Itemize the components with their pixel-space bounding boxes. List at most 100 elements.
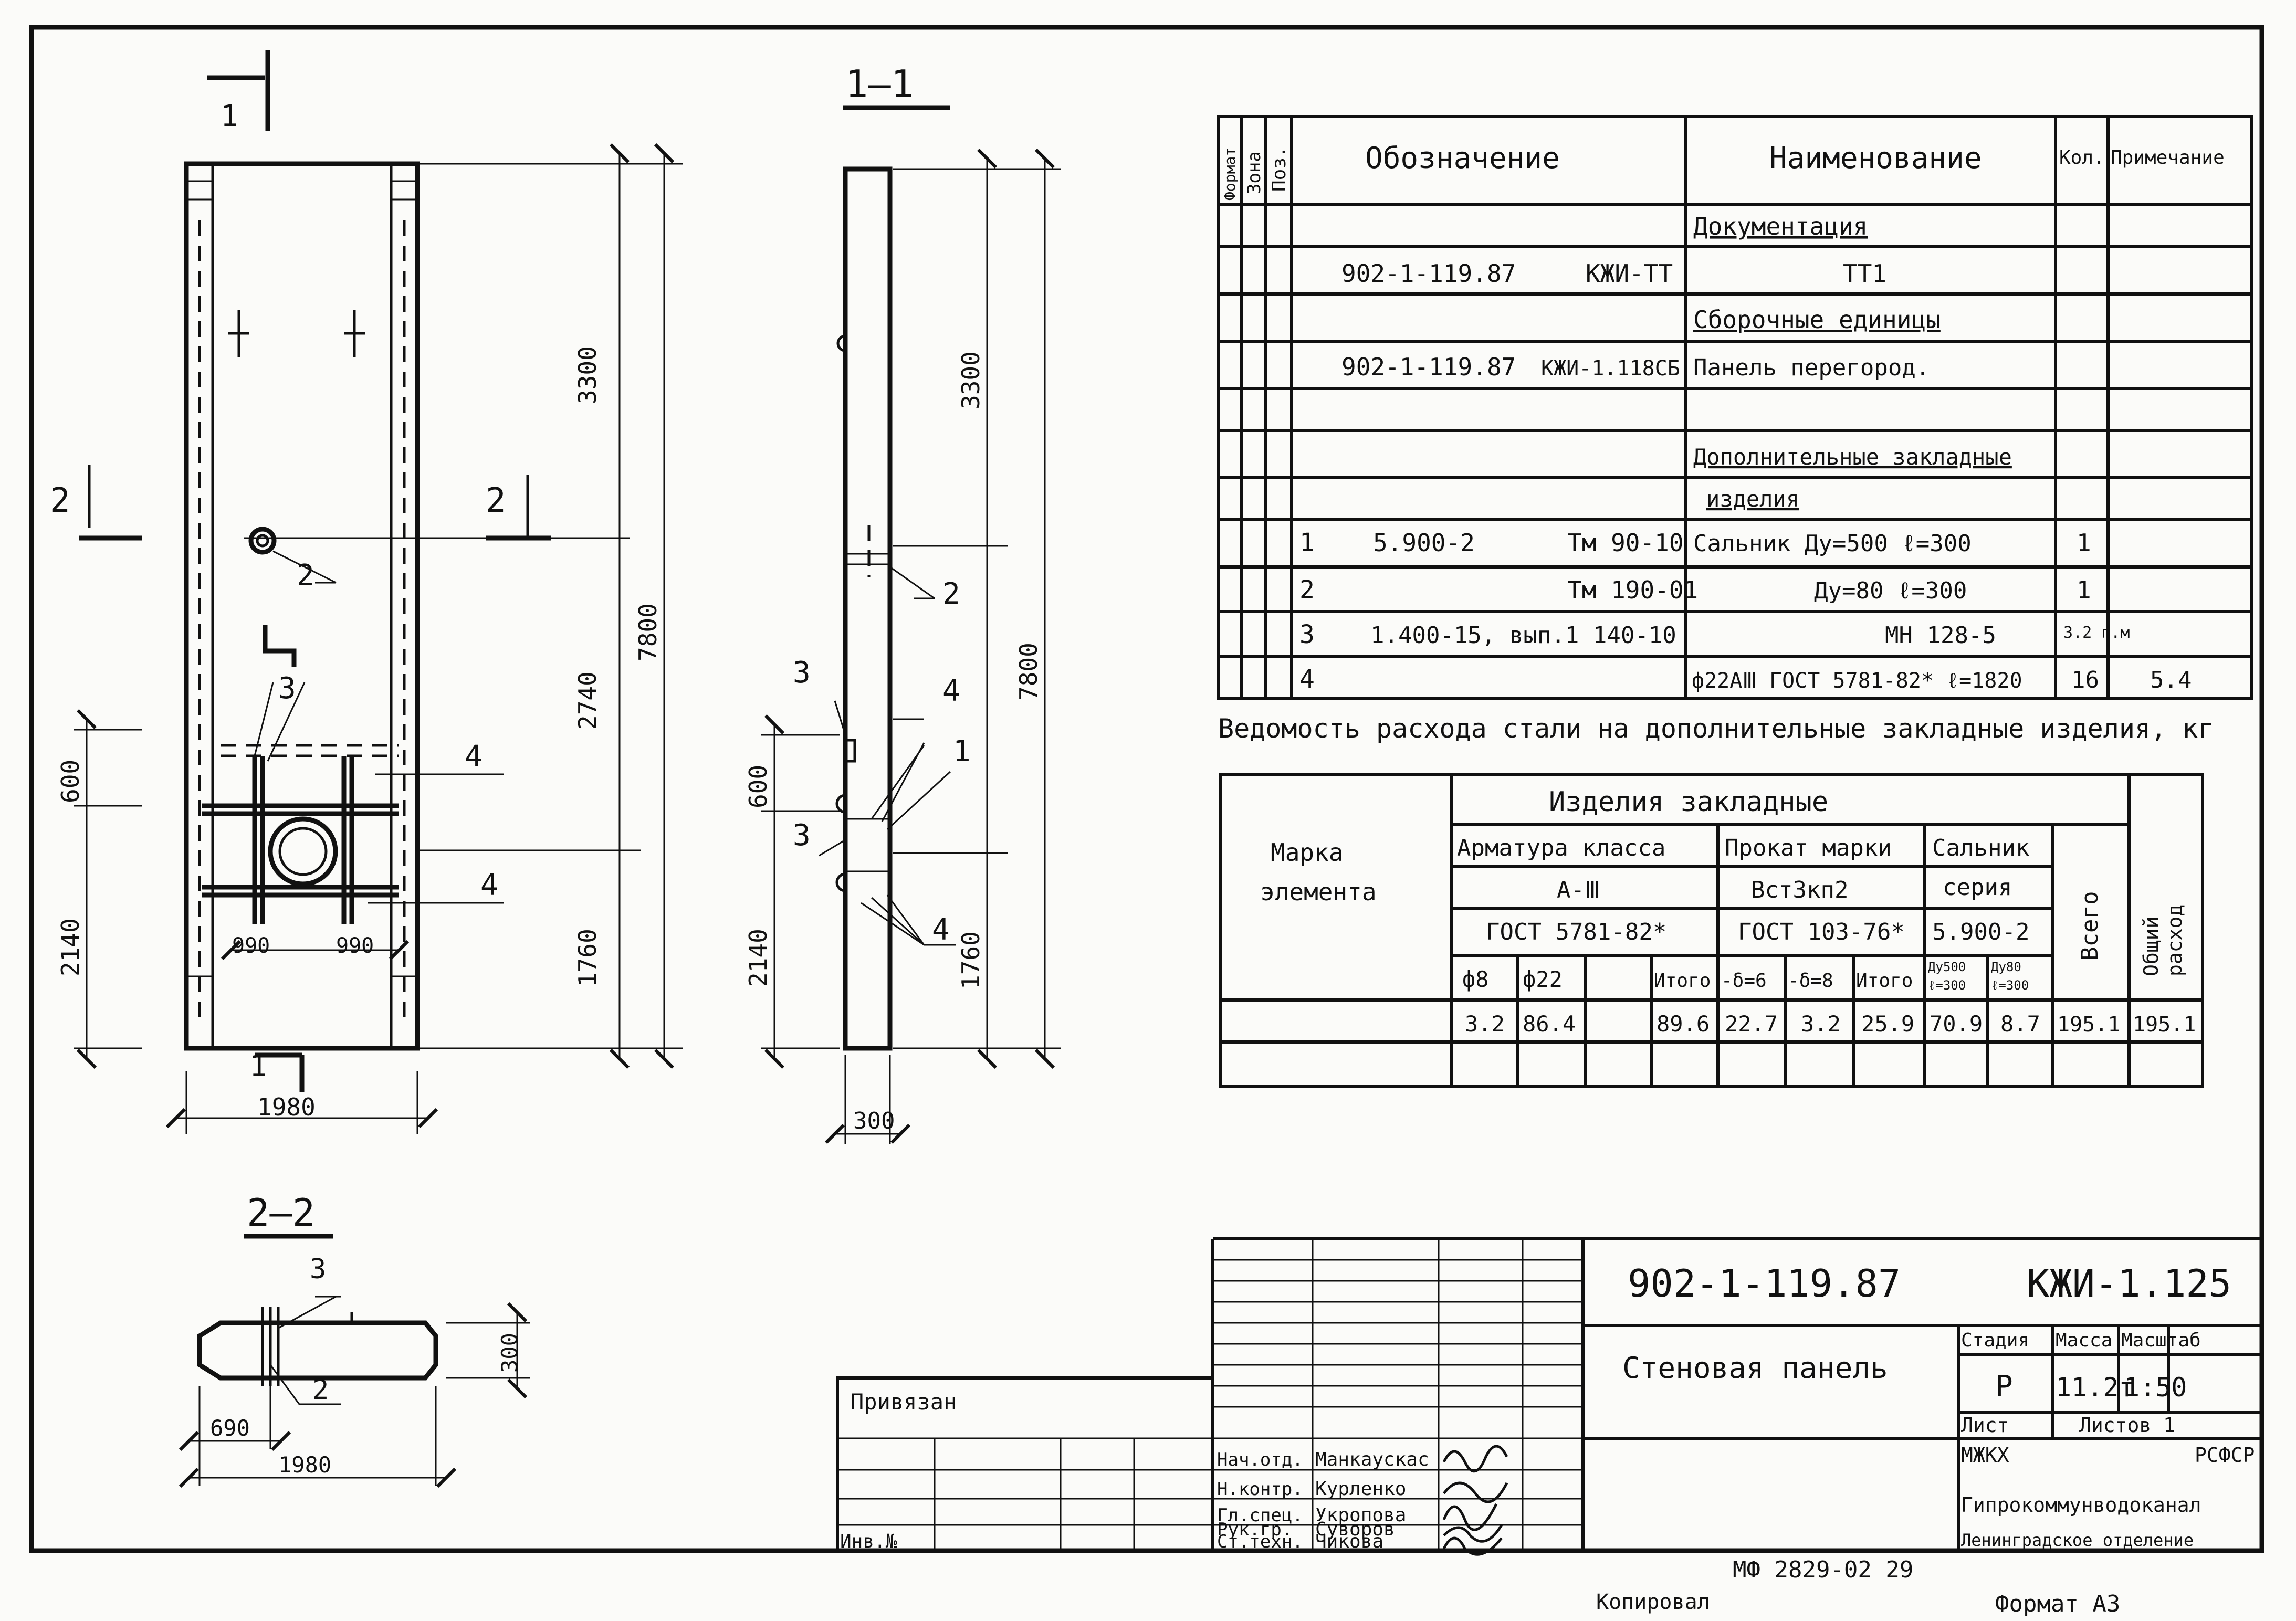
s22-dim-690: 690 bbox=[210, 1415, 250, 1441]
spec-header-qty: Кол. bbox=[2059, 147, 2105, 169]
spec-header-note: Примечание bbox=[2111, 147, 2225, 169]
dim-600: 600 bbox=[56, 760, 85, 803]
spec-pos-4: 4 bbox=[1299, 665, 1315, 694]
stage-value: Р bbox=[1995, 1370, 2013, 1404]
steel-val-6: 25.9 bbox=[1861, 1011, 1914, 1037]
section-1-1 bbox=[761, 105, 1061, 1144]
steel-val-0: 3.2 bbox=[1465, 1011, 1505, 1037]
spec-header-pos: Поз. bbox=[1268, 146, 1290, 192]
dim-2740: 2740 bbox=[573, 671, 602, 730]
spec-item2-name: Ду=80 ℓ=300 bbox=[1814, 577, 1967, 604]
steel-sub-4: -δ=6 bbox=[1721, 970, 1767, 992]
s22-dim-1980: 1980 bbox=[278, 1452, 331, 1478]
steel-sub-0: ф8 bbox=[1462, 966, 1489, 992]
s11-callout-1: 1 bbox=[953, 734, 971, 769]
s11-dim-3300: 3300 bbox=[957, 351, 985, 409]
role-2: Гл.спец. bbox=[1217, 1505, 1303, 1526]
s11-dim-600: 600 bbox=[744, 765, 772, 808]
steel-col-gland-num: 5.900-2 bbox=[1932, 919, 2029, 945]
steel-col-total: Всего bbox=[2077, 891, 2103, 961]
org-line-1b: РСФСР bbox=[2195, 1444, 2255, 1467]
steel-val-total: 195.1 bbox=[2057, 1013, 2120, 1037]
steel-sub-7a: Ду500 bbox=[1928, 960, 1966, 974]
callout-4-upper: 4 bbox=[465, 740, 483, 774]
s11-callout-4-lower: 4 bbox=[932, 913, 950, 947]
dim-2140: 2140 bbox=[56, 918, 85, 976]
spec-item4-qty: 16 bbox=[2071, 667, 2099, 693]
steel-header-mark-2: элемента bbox=[1260, 878, 1377, 906]
steel-sub-5: -δ=8 bbox=[1788, 970, 1833, 992]
spec-row-tt-designation: 902-1-119.87 bbox=[1341, 259, 1516, 288]
title-block-grid bbox=[836, 1237, 2262, 1552]
spec-item4-note: 5.4 bbox=[2150, 667, 2192, 693]
s11-dim-1760: 1760 bbox=[957, 931, 985, 990]
steel-col-rolled-gost: ГОСТ 103-76* bbox=[1738, 919, 1905, 945]
signature-3 bbox=[1443, 1524, 1503, 1543]
spec-item1-qty: 1 bbox=[2077, 529, 2091, 557]
spec-item2-qty: 1 bbox=[2077, 576, 2091, 604]
spec-table: Формат Зона Поз. Обозначение Наименовани… bbox=[1221, 141, 2225, 694]
steel-col-gland: Сальник bbox=[1932, 835, 2029, 861]
bound-label: Привязан bbox=[851, 1389, 957, 1415]
dim-990-right: 990 bbox=[336, 934, 374, 958]
spec-header-format: Формат bbox=[1221, 148, 1239, 201]
steel-val-1: 86.4 bbox=[1523, 1011, 1576, 1037]
spec-section-additional: Дополнительные закладные bbox=[1693, 444, 2012, 470]
callout-3: 3 bbox=[278, 671, 296, 706]
steel-header-mark-1: Марка bbox=[1271, 838, 1343, 867]
steel-sub-1: ф22 bbox=[1523, 966, 1563, 992]
signature-2 bbox=[1442, 1503, 1498, 1531]
signature-1 bbox=[1443, 1481, 1508, 1503]
dim-width: 1980 bbox=[257, 1093, 316, 1121]
scale-value: 1:50 bbox=[2124, 1372, 2187, 1403]
s11-dim-7800: 7800 bbox=[1014, 643, 1043, 701]
steel-col-rebar-gost: ГОСТ 5781-82* bbox=[1486, 919, 1666, 945]
spec-item2-code: Тм 190-01 bbox=[1567, 576, 1698, 604]
title-block: 902-1-119.87 КЖИ-1.125 Стеновая панель С… bbox=[840, 1261, 2255, 1617]
spec-section-documentation: Документация bbox=[1693, 212, 1868, 240]
steel-sub-8b: ℓ=300 bbox=[1991, 978, 2029, 993]
cut-mark-2-left: 2 bbox=[50, 481, 70, 520]
dim-1760: 1760 bbox=[573, 929, 602, 987]
spec-table-grid bbox=[1217, 115, 2253, 700]
s22-callout-3: 3 bbox=[310, 1254, 326, 1285]
sheets-label: Листов 1 bbox=[2079, 1414, 2175, 1437]
spec-header-designation: Обозначение bbox=[1365, 141, 1560, 175]
copied-label: Копировал bbox=[1596, 1590, 1710, 1614]
section-1-1-title: 1—1 bbox=[845, 62, 914, 106]
spec-row-panel-designation: 902-1-119.87 bbox=[1341, 353, 1516, 381]
spec-item1-code: Тм 90-10 bbox=[1567, 529, 1684, 557]
spec-item3-qty: 3.2 п.м bbox=[2063, 624, 2130, 642]
spec-pos-3: 3 bbox=[1299, 620, 1315, 649]
role-0: Нач.отд. bbox=[1217, 1449, 1303, 1470]
sheet-label: Лист bbox=[1961, 1414, 2009, 1437]
steel-val-4: 22.7 bbox=[1725, 1011, 1778, 1037]
s11-callout-3-lower: 3 bbox=[793, 818, 811, 852]
callout-2: 2 bbox=[297, 559, 314, 593]
spec-header-name: Наименование bbox=[1769, 141, 1982, 175]
steel-col-rolled-class: Вст3кп2 bbox=[1751, 877, 1848, 903]
doc-code: КЖИ-1.125 bbox=[2027, 1261, 2231, 1306]
org-line-3: Ленинградское отделение bbox=[1961, 1530, 2194, 1550]
s11-callout-4-upper: 4 bbox=[942, 674, 960, 708]
org-line-2: Гипрокоммунводоканал bbox=[1961, 1493, 2201, 1517]
steel-col-rebar-class: А-Ⅲ bbox=[1557, 877, 1600, 903]
doc-number: 902-1-119.87 bbox=[1628, 1261, 1901, 1306]
cut-mark-1-bottom: 1 bbox=[249, 1049, 267, 1083]
steel-table: Ведомость расхода стали на дополнительны… bbox=[1218, 713, 2214, 1037]
spec-row-panel-name: Панель перегород. bbox=[1693, 354, 1930, 381]
role-3: Рук.гр. bbox=[1217, 1519, 1292, 1540]
spec-row-tt-code: КЖИ-ТТ bbox=[1586, 259, 1673, 288]
spec-pos-1: 1 bbox=[1299, 528, 1315, 557]
mass-header: Масса bbox=[2056, 1330, 2112, 1351]
s11-callout-2: 2 bbox=[942, 577, 960, 611]
spec-item3-name: МН 128-5 bbox=[1885, 622, 1996, 649]
spec-item4-name: ф22АⅢ ГОСТ 5781-82* ℓ=1820 bbox=[1692, 669, 2022, 693]
steel-val-overall: 195.1 bbox=[2133, 1013, 2196, 1037]
dim-3300: 3300 bbox=[573, 346, 602, 404]
spec-item1-designation: 5.900-2 bbox=[1373, 529, 1475, 557]
steel-table-grid bbox=[1219, 773, 2204, 1088]
steel-header-embedded: Изделия закладные bbox=[1549, 786, 1828, 818]
